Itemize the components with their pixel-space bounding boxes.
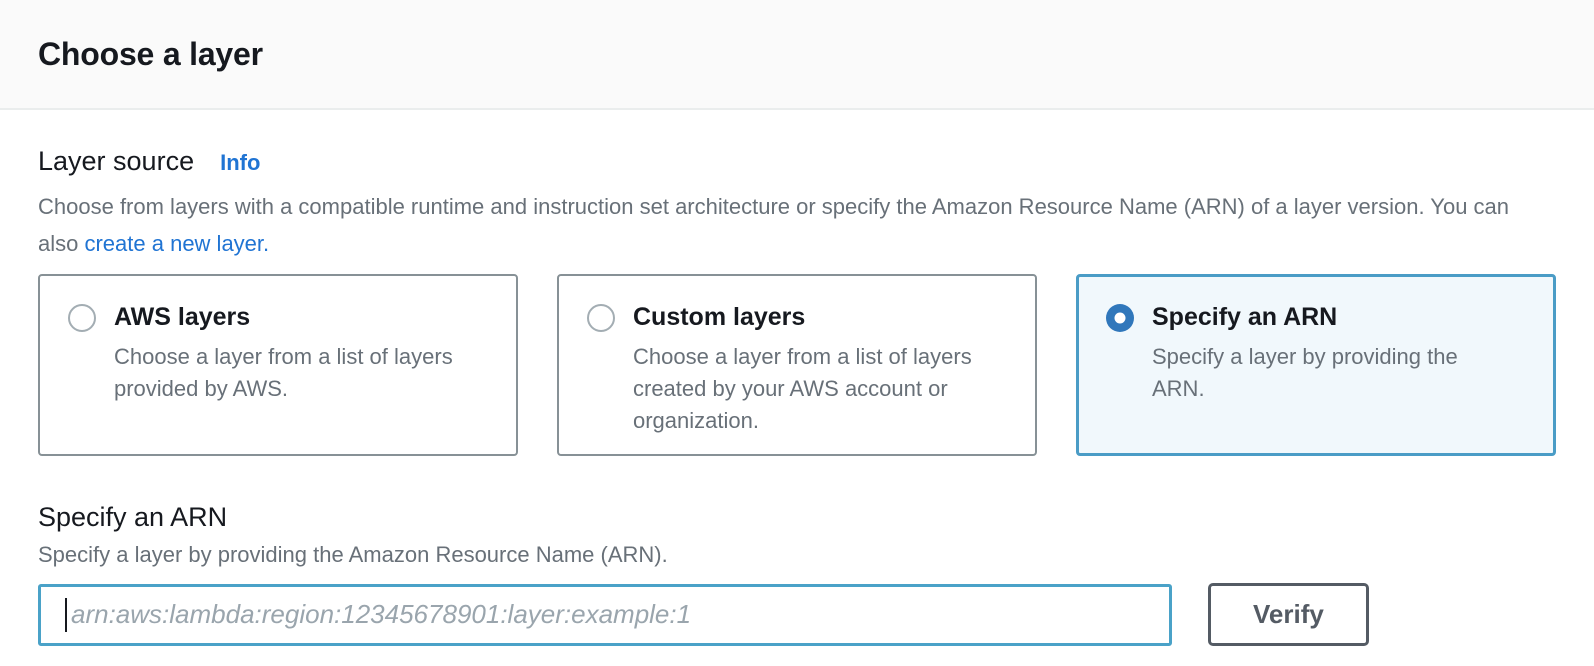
layer-form: Layer source Info Choose from layers wit…: [0, 146, 1594, 646]
option-description-custom-layers: Choose a layer from a list of layers cre…: [633, 344, 972, 433]
option-description-specify-arn: Specify a layer by providing the ARN.: [1152, 344, 1458, 401]
panel-header: Choose a layer: [0, 0, 1594, 110]
layer-source-label: Layer source: [38, 146, 195, 176]
radio-custom-layers[interactable]: [587, 303, 615, 332]
specify-arn-description: Specify a layer by providing the Amazon …: [38, 542, 668, 567]
option-title-aws-layers: AWS layers: [114, 303, 251, 331]
layer-source-options: AWS layers Choose a layer from a list of…: [38, 274, 1556, 456]
option-title-custom-layers: Custom layers: [633, 303, 806, 331]
specify-arn-title: Specify an ARN: [38, 502, 228, 532]
info-link[interactable]: Info: [220, 150, 261, 175]
radio-aws-layers[interactable]: [68, 303, 96, 332]
layer-source-description-text: Choose from layers with a compatible run…: [38, 194, 1510, 256]
layer-source-header: Layer source Info: [38, 146, 1556, 177]
option-head-specify-arn: Specify an ARN: [1106, 303, 1526, 332]
option-head-aws-layers: AWS layers: [68, 303, 488, 332]
option-title-specify-arn: Specify an ARN: [1152, 303, 1338, 331]
radio-specify-arn[interactable]: [1106, 303, 1134, 332]
arn-input[interactable]: [38, 583, 1172, 646]
page-title: Choose a layer: [38, 35, 263, 72]
arn-input-wrap: [38, 583, 1172, 646]
verify-button[interactable]: Verify: [1208, 583, 1369, 646]
option-head-custom-layers: Custom layers: [587, 303, 1007, 332]
option-card-aws-layers[interactable]: AWS layers Choose a layer from a list of…: [38, 274, 518, 456]
layer-source-description: Choose from layers with a compatible run…: [38, 188, 1528, 262]
text-caret: [65, 597, 67, 632]
create-new-layer-link[interactable]: create a new layer.: [84, 231, 270, 256]
arn-input-row: Verify: [38, 583, 1556, 646]
option-card-custom-layers[interactable]: Custom layers Choose a layer from a list…: [557, 274, 1037, 456]
option-description-aws-layers: Choose a layer from a list of layers pro…: [114, 344, 453, 401]
option-card-specify-arn[interactable]: Specify an ARN Specify a layer by provid…: [1076, 274, 1556, 456]
